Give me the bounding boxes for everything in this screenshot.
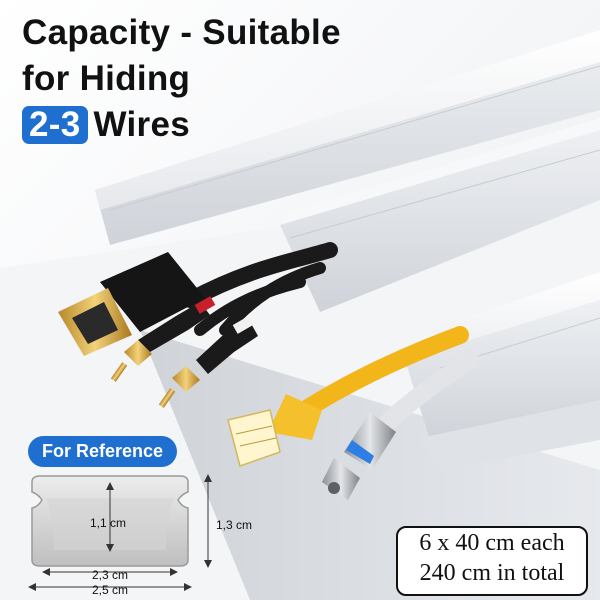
length-total-text: 240 cm in total	[419, 560, 565, 586]
headline-wires-word: Wires	[93, 105, 191, 144]
headline-line-2: for Hiding	[22, 59, 191, 98]
length-each-text: 6 x 40 cm each	[419, 530, 565, 556]
coax-cable	[371, 351, 479, 439]
ethernet-cable	[268, 326, 469, 440]
rca-connector-red-icon	[110, 296, 216, 382]
channel-profile-diagram	[28, 474, 212, 591]
for-reference-badge: For Reference	[28, 436, 178, 467]
coax-connector-icon	[322, 412, 396, 500]
length-summary-box: 6 x 40 cm each 240 cm in total	[396, 526, 588, 596]
headline-line-1: Capacity - Suitable	[22, 13, 341, 52]
ethernet-connector-icon	[227, 409, 281, 467]
wire-count-badge: 2-3	[22, 106, 88, 144]
inner-width-label: 2,3 cm	[92, 568, 129, 582]
hdmi-connector-icon	[58, 252, 205, 356]
outer-width-label: 2,5 cm	[92, 583, 129, 597]
upper-cable-channel	[95, 30, 600, 312]
black-cables	[182, 242, 338, 336]
inner-height-label: 1,1 cm	[90, 516, 127, 530]
rca-connector-white-icon	[158, 316, 258, 408]
outer-height-label: 1,3 cm	[216, 518, 253, 532]
